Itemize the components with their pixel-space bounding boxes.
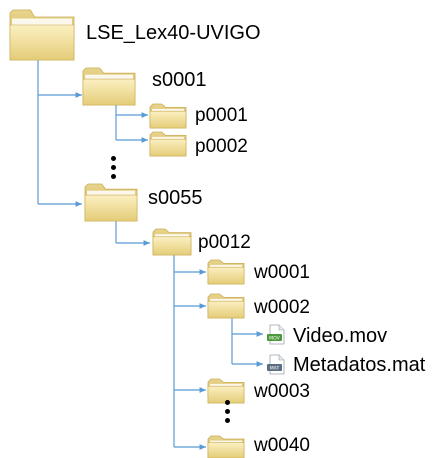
mov-file-icon[interactable]: MOV (267, 324, 285, 345)
word-folder-icon[interactable] (207, 435, 245, 458)
word-folder-label[interactable]: w0003 (254, 381, 310, 402)
word-folder-icon[interactable] (207, 293, 245, 319)
file-badge-text: MOV (269, 336, 280, 342)
session-folder-icon[interactable] (84, 183, 138, 222)
file-icons: MOV MAT (267, 324, 285, 375)
session-folder-label[interactable]: s0055 (148, 187, 203, 209)
participant-folder-icon[interactable] (152, 228, 192, 256)
root-folder-label[interactable]: LSE_Lex40-UVIGO (86, 22, 261, 44)
participant-folder-label[interactable]: p0012 (198, 232, 251, 253)
word-folder-label[interactable]: w0001 (254, 262, 310, 283)
participant-folder-icon[interactable] (149, 103, 187, 129)
file-badge-text: MAT (270, 366, 280, 372)
session-folder-icon[interactable] (82, 67, 136, 106)
folder-icons (9, 9, 245, 458)
ellipsis-dots (111, 156, 117, 183)
root-folder-icon[interactable] (9, 9, 75, 61)
metadata-file-label[interactable]: Metadatos.mat (293, 354, 426, 376)
word-folder-label[interactable]: w0040 (254, 435, 310, 456)
mat-file-icon[interactable]: MAT (267, 354, 285, 375)
participant-folder-label[interactable]: p0001 (195, 105, 248, 126)
participant-folder-icon[interactable] (149, 131, 187, 157)
session-folder-label[interactable]: s0001 (152, 69, 207, 91)
video-file-label[interactable]: Video.mov (293, 325, 388, 347)
word-folder-icon[interactable] (207, 259, 245, 285)
ellipsis-dots (225, 400, 231, 427)
word-folder-icon[interactable] (207, 378, 245, 404)
connector-lines (37, 58, 263, 450)
participant-folder-label[interactable]: p0002 (195, 136, 248, 157)
word-folder-label[interactable]: w0002 (254, 297, 310, 318)
